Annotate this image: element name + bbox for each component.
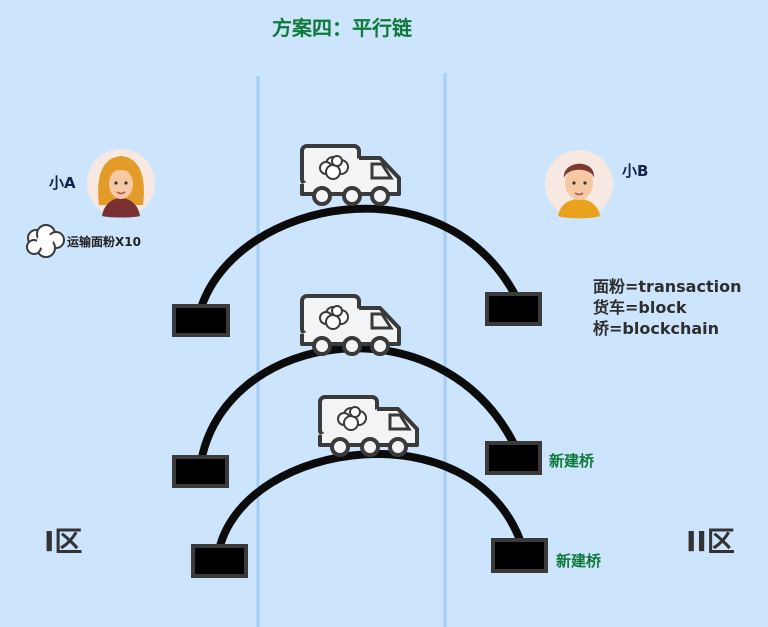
man-avatar-icon [545, 150, 613, 219]
bridge-arc-2 [198, 344, 518, 461]
truck-icon [300, 294, 401, 356]
truck-icon [318, 395, 419, 457]
diagram-title: 方案四：平行链 [272, 16, 412, 40]
legend-flour: 面粉=transaction [593, 277, 742, 296]
person-b-name: 小B [622, 162, 649, 180]
zone-right-label: II区 [686, 525, 735, 558]
bridge-pier-icon [485, 292, 542, 326]
woman-avatar-icon [87, 149, 155, 218]
bridge-pier-icon [172, 304, 230, 337]
bridge-pier-icon [491, 538, 548, 573]
new-bridge-label: 新建桥 [549, 452, 595, 470]
bridge-pier-icon [191, 544, 248, 578]
legend-truck: 货车=block [593, 298, 687, 317]
bridge-pier-icon [485, 441, 542, 475]
cargo-label: 运输面粉X10 [67, 235, 141, 249]
new-bridge-label: 新建桥 [556, 552, 602, 570]
zone-left-label: I区 [44, 525, 83, 558]
truck-icon [300, 144, 401, 206]
bridge-arc-1 [198, 204, 518, 309]
bridge-pier-icon [172, 455, 229, 488]
legend-bridge: 桥=blockchain [593, 319, 720, 338]
person-a-name: 小A [49, 174, 76, 192]
bridge-arc-3 [216, 450, 524, 550]
flour-cloud-icon [26, 224, 65, 258]
